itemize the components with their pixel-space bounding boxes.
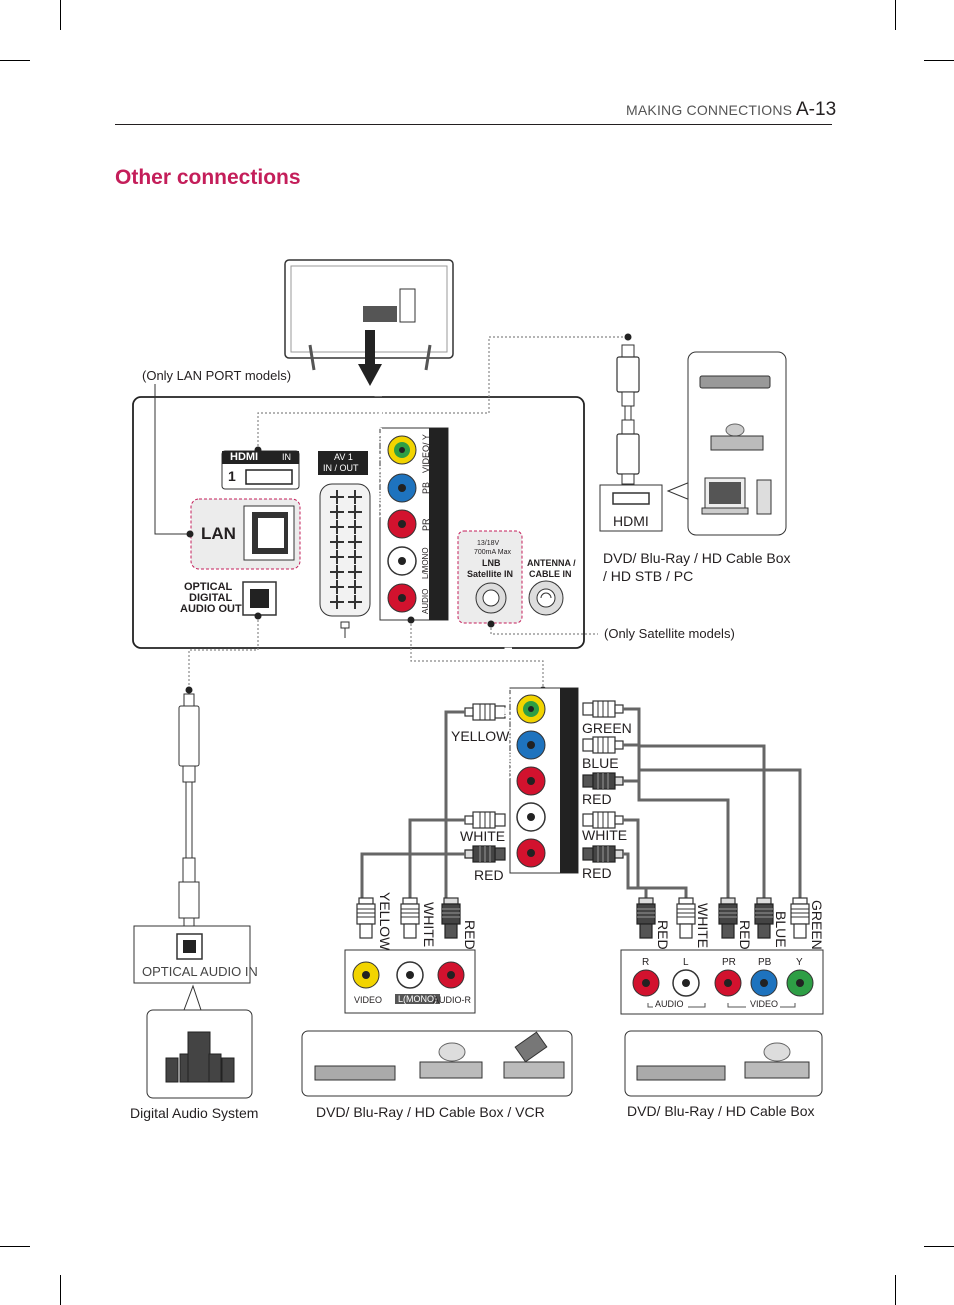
audio-label: AUDIO (421, 588, 430, 614)
hdmi-device-label: HDMI (613, 513, 649, 529)
right-cable-blue: BLUE (582, 755, 619, 771)
crop-mark (924, 1246, 954, 1247)
av-plug-yellow: YELLOW (377, 892, 393, 951)
page-title: Other connections (115, 166, 301, 189)
component-cable-set (582, 700, 810, 939)
lan-pointer (154, 384, 190, 535)
left-cable-white: WHITE (460, 828, 506, 844)
hdmi-cable (616, 344, 640, 485)
pointer-dot (186, 530, 194, 538)
crop-mark (0, 60, 30, 61)
av-plug-red: RED (462, 920, 478, 950)
comp-group-audio: AUDIO (653, 999, 686, 1009)
satellite-in-label: Satellite IN (467, 569, 514, 579)
page-number: A-13 (796, 99, 837, 120)
pointer-dot (185, 686, 193, 694)
av-jack-video: VIDEO (354, 995, 383, 1005)
component-label-vertical: COMPONENT IN / AV 2 IN (372, 385, 385, 518)
crop-mark (924, 60, 954, 61)
comp-jack-pb: PB (758, 957, 772, 968)
comp-group-video: VIDEO (748, 999, 781, 1009)
digital-audio-system-caption: Digital Audio System (130, 1105, 259, 1121)
hdmi-device-caption-2: / HD STB / PC (603, 568, 694, 584)
comp-jack-pr: PR (722, 957, 736, 968)
hdmi-device-caption-1: DVD/ Blu-Ray / HD Cable Box (603, 550, 791, 566)
cable-in-label: CABLE IN (529, 569, 572, 579)
tv-connection-panel (132, 396, 585, 649)
lan-port-label: LAN (201, 524, 236, 543)
comp-jack-y: Y (796, 957, 803, 968)
component-device-caption: DVD/ Blu-Ray / HD Cable Box (627, 1103, 815, 1119)
crop-mark (895, 0, 896, 30)
hdmi-port-suffix: IN (282, 452, 291, 462)
comp-plug-white: WHITE (695, 903, 711, 949)
comp-plug-green: GREEN (809, 900, 825, 950)
component-detail-label: COMPONENT IN / AV 2 IN (502, 646, 515, 779)
optical-out-line1: OPTICAL (184, 581, 233, 593)
lnb-voltage-label: 13/18V (477, 540, 500, 547)
av-jack-l-mono: L(MONO) (395, 994, 440, 1004)
pr-label: PR (421, 518, 431, 531)
section-label: MAKING CONNECTIONS (626, 102, 793, 118)
dvd-player-icon (699, 375, 771, 389)
right-cable-red: RED (582, 791, 612, 807)
right-cable-white: WHITE (582, 827, 628, 843)
pointer-dot (407, 616, 415, 624)
component-panel-detail (509, 687, 579, 874)
comp-plug-red: RED (655, 920, 671, 950)
pointer-dot (487, 620, 495, 628)
left-cable-yellow: YELLOW (451, 728, 510, 744)
home-theater-icon (165, 1031, 235, 1083)
comp-jack-l: L (683, 957, 689, 968)
comp-plug-red-video: RED (737, 920, 753, 950)
pb-label: PB (421, 481, 431, 494)
optical-audio-in-label: OPTICAL AUDIO IN (142, 964, 258, 979)
crop-mark (0, 1246, 30, 1247)
tv-illustration (284, 259, 454, 386)
left-cable-red: RED (474, 867, 504, 883)
video-y-label: VIDEO/ Y (421, 434, 431, 473)
av1-label: AV 1 (334, 452, 353, 462)
hdmi-port-number: 1 (228, 468, 236, 484)
crop-mark (895, 1275, 896, 1305)
av-jack-audio-r: AUDIO-R (433, 995, 471, 1005)
pointer-dot (624, 333, 632, 341)
crop-mark (60, 0, 61, 30)
component-device-icons (636, 1042, 810, 1081)
comp-jack-r: R (642, 957, 650, 968)
pointer-dot (254, 612, 262, 620)
optical-out-line3: AUDIO OUT (180, 603, 242, 615)
lan-only-note: (Only LAN PORT models) (142, 368, 292, 383)
blu-ray-player-icon (710, 423, 764, 451)
lnb-current-label: 700mA Max (474, 549, 511, 556)
av-device-icons (314, 1031, 565, 1081)
av1-io-label: IN / OUT (323, 463, 359, 473)
optical-out-line2: DIGITAL (189, 592, 233, 604)
av-plug-white: WHITE (421, 902, 437, 948)
pointer-dot (254, 446, 262, 454)
pc-icon (701, 477, 772, 515)
lnb-label: LNB (482, 558, 501, 568)
comp-plug-blue: BLUE (773, 911, 789, 948)
right-cable-green: GREEN (582, 720, 632, 736)
hdmi-port-logo: HDMI (230, 451, 259, 463)
l-mono-label: L/MONO (421, 547, 430, 579)
av-cable-set (356, 703, 506, 939)
connection-guides (188, 336, 628, 690)
crop-mark (60, 1275, 61, 1305)
right-cable-red-audio: RED (582, 865, 612, 881)
antenna-label: ANTENNA / (527, 558, 576, 568)
satellite-only-note: (Only Satellite models) (604, 626, 735, 641)
av-device-caption: DVD/ Blu-Ray / HD Cable Box / VCR (316, 1104, 545, 1120)
optical-cable (178, 693, 200, 931)
header-divider (115, 124, 832, 125)
